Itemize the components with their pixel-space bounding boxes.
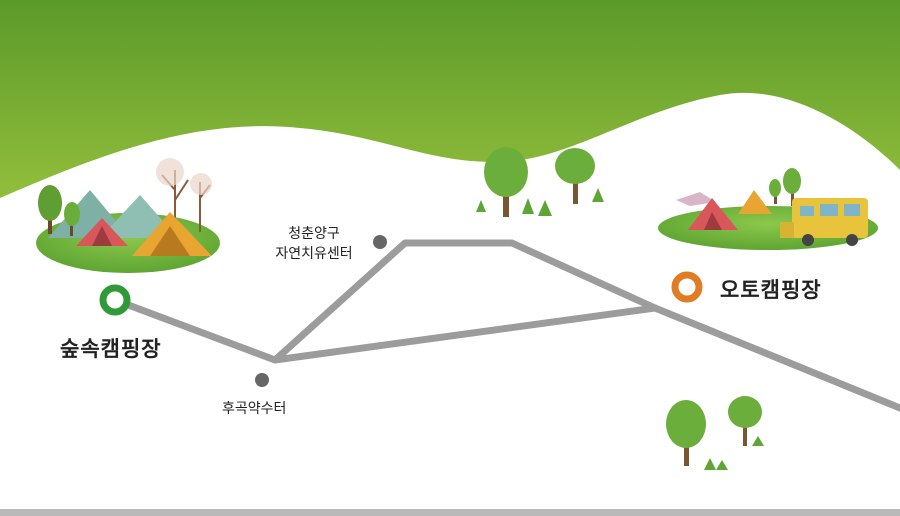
blossom	[190, 173, 212, 195]
trees-lower-right	[666, 396, 764, 470]
grass-icon	[476, 188, 604, 216]
tree-icon	[555, 148, 595, 204]
tree-icon	[783, 168, 801, 206]
route-lines	[111, 239, 900, 412]
blossom	[156, 158, 184, 186]
youth-center-label-line2: 자연치유센터	[275, 246, 353, 262]
tree-icon	[769, 179, 781, 204]
spring-label: 후곡약수터	[222, 401, 287, 417]
auto-camping-label: 오토캠핑장	[720, 278, 822, 302]
awning-icon	[676, 192, 716, 206]
tree-icon	[728, 396, 762, 446]
youth-center-label-line1: 청춘양구	[288, 226, 340, 242]
forest-camping-label: 숲속캠핑장	[60, 337, 162, 361]
tent-icon	[688, 198, 738, 230]
auto-camping-illustration	[658, 168, 878, 250]
youth-center-label: 청춘양구 자연치유센터	[262, 224, 366, 264]
tent-icon	[132, 212, 212, 256]
spring-dot[interactable]	[255, 373, 269, 387]
grass-icon	[704, 436, 764, 470]
forest-camping-marker[interactable]	[99, 284, 131, 316]
camper-van-icon	[780, 198, 868, 246]
route-upper-loop	[271, 239, 659, 364]
youth-center-dot[interactable]	[373, 235, 387, 249]
route-lower-link	[271, 304, 659, 364]
tree-icon	[38, 185, 62, 234]
auto-camping-marker[interactable]	[671, 271, 703, 303]
mountain-icon	[48, 190, 130, 238]
tree-icon	[64, 202, 80, 236]
tent-icon	[76, 218, 128, 246]
route-forest-to-junction	[111, 296, 279, 364]
tree-icon	[484, 147, 528, 217]
tent-icon	[738, 190, 772, 214]
forest-camping-illustration	[36, 158, 220, 273]
trees-upper-middle	[476, 147, 604, 217]
bottom-strip	[0, 509, 900, 516]
route-to-east	[651, 304, 900, 412]
tree-icon	[666, 400, 706, 466]
